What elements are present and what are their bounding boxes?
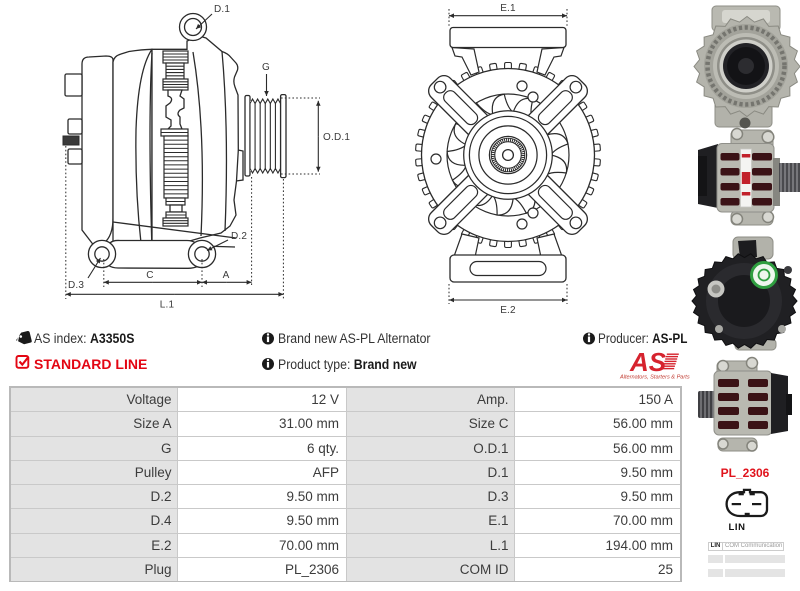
svg-text:A: A [223,270,230,281]
svg-text:L.1: L.1 [160,300,175,311]
svg-text:D.1: D.1 [214,4,230,15]
svg-text:C: C [146,270,153,281]
svg-text:E.1: E.1 [500,3,516,14]
svg-text:Alternators, Starters & Parts: Alternators, Starters & Parts [619,375,690,381]
svg-text:D.3: D.3 [68,280,84,291]
svg-text:G: G [262,62,270,73]
svg-text:D.2: D.2 [231,231,247,242]
svg-text:E.2: E.2 [500,305,516,316]
svg-text:AS: AS [629,347,667,377]
svg-text:O.D.1: O.D.1 [323,132,350,143]
